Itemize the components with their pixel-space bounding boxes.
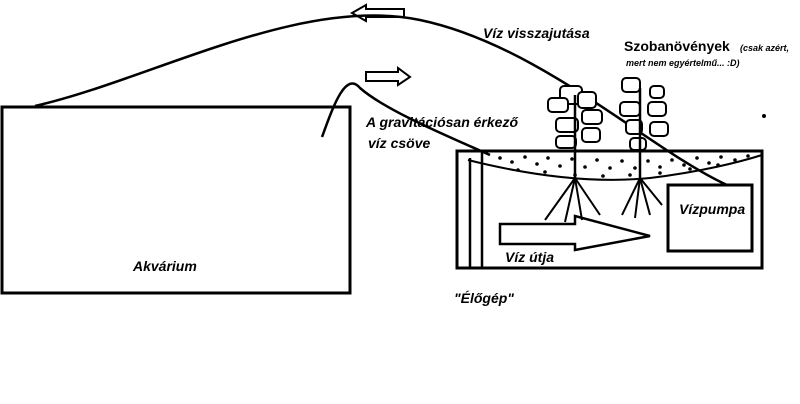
aquarium-tank bbox=[0, 105, 352, 295]
aquarium-label: Akvárium bbox=[133, 258, 197, 274]
gravity-pipe-label-line2: víz csöve bbox=[368, 135, 431, 151]
houseplants-note-line1: (csak azért, bbox=[740, 43, 790, 53]
houseplants-note-line2: mert nem egyértelmű... :D) bbox=[626, 58, 740, 68]
biofilter-tank bbox=[455, 149, 764, 270]
plant-roots bbox=[544, 177, 663, 223]
pump-box bbox=[666, 183, 754, 253]
plant-right bbox=[619, 77, 669, 151]
gravel-bed-boundary bbox=[467, 154, 763, 181]
inflow-direction-arrow bbox=[365, 66, 412, 87]
biofilter-label: "Élőgép" bbox=[454, 290, 514, 306]
pump-label: Vízpumpa bbox=[679, 201, 746, 217]
gravity-pipe-label-line1: A gravitációsan érkező bbox=[366, 114, 518, 130]
gravel-dots bbox=[498, 154, 750, 178]
plant-left bbox=[547, 85, 603, 149]
gravity-pipe bbox=[320, 82, 491, 157]
return-direction-arrow bbox=[349, 3, 405, 23]
stray-dot bbox=[762, 114, 766, 118]
water-path-label: Víz útja bbox=[505, 249, 555, 265]
water-path-arrow bbox=[498, 214, 651, 252]
return-water-label: Víz visszajutása bbox=[483, 25, 590, 41]
houseplants-label: Szobanövények bbox=[624, 38, 730, 54]
